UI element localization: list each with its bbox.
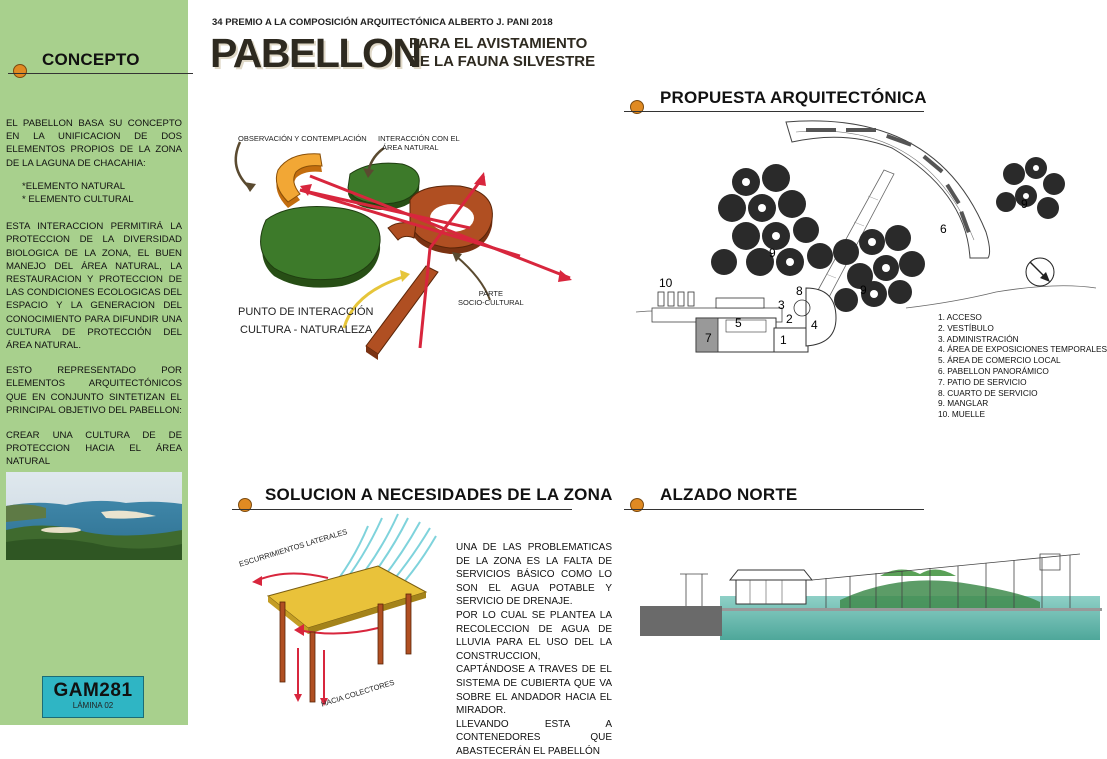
badge-code: GAM281	[53, 680, 133, 701]
section-divider	[232, 509, 572, 510]
section-divider	[624, 111, 924, 112]
subtitle-line-1: PARA EL AVISTAMIENTO	[409, 35, 588, 52]
solution-paragraph-1: UNA DE LAS PROBLEMATICAS DE LA ZONA ES L…	[456, 542, 612, 608]
solution-paragraph-3: LLEVANDO ESTA A CONTENEDORES QUE ABASTEC…	[456, 718, 612, 757]
section-divider	[624, 509, 924, 510]
page-title: PABELLON	[210, 30, 422, 76]
natural-element-shape	[260, 206, 381, 281]
legend-item: 8. CUARTO DE SERVICIO	[938, 387, 1038, 398]
label-interaccion-line-2: ÁREA NATURAL	[382, 143, 439, 152]
section-divider	[8, 73, 193, 74]
concept-paragraph-2: ESTA INTERACCION PERMITIRÁ LA PROTECCION…	[6, 221, 182, 352]
plan-label-2: 2	[786, 312, 793, 326]
concept-paragraph-1: EL PABELLON BASA SU CONCEPTO EN LA UNIFI…	[6, 118, 182, 169]
section-title-solucion: SOLUCION A NECESIDADES DE LA ZONA	[265, 485, 613, 504]
plan-label-4: 4	[811, 318, 818, 332]
plan-label-7: 7	[705, 331, 712, 345]
plan-label-9a: 9	[769, 246, 776, 260]
natural-element-top-shape	[347, 162, 420, 205]
plan-label-5: 5	[735, 316, 742, 330]
label-punto-line-2: CULTURA - NATURALEZA	[240, 324, 373, 336]
legend-item: 3. ADMINISTRACIÓN	[938, 333, 1019, 344]
solution-text: UNA DE LAS PROBLEMATICAS DE LA ZONA ES L…	[456, 541, 612, 759]
legend-item: 2. VESTÍBULO	[938, 322, 994, 333]
section-bullet-icon	[13, 64, 27, 78]
label-observacion: OBSERVACIÓN Y CONTEMPLACIÓN	[238, 134, 367, 143]
legend-item: 10. MUELLE	[938, 409, 986, 420]
north-elevation	[640, 553, 1102, 640]
legend-item: 6. PABELLON PANORÁMICO	[938, 365, 1049, 376]
concept-bullet-1: *ELEMENTO NATURAL	[22, 180, 126, 192]
award-line: 34 PREMIO A LA COMPOSICIÓN ARQUITECTÓNIC…	[212, 17, 553, 28]
legend-item: 1. ACCESO	[938, 312, 982, 322]
plan-label-1: 1	[780, 333, 787, 347]
interaction-arrows	[299, 174, 571, 349]
plan-label-6: 6	[940, 222, 947, 236]
solution-paragraph-2: POR LO CUAL SE PLANTEA LA RECOLECCION DE…	[456, 609, 612, 717]
legend-item: 5. ÁREA DE COMERCIO LOCAL	[938, 355, 1061, 366]
legend-item: 9. MANGLAR	[938, 398, 989, 409]
section-title-concepto: CONCEPTO	[42, 50, 140, 69]
label-interaccion: INTERACCIÓN CON EL ÁREA NATURAL	[378, 134, 460, 152]
plan-legend: 1. ACCESO 2. VESTÍBULO 3. ADMINISTRACIÓN…	[938, 312, 1107, 420]
concept-text: EL PABELLON BASA SU CONCEPTO EN LA UNIFI…	[6, 117, 182, 481]
page-subtitle: PARA EL AVISTAMIENTO DE LA FAUNA SILVEST…	[409, 35, 595, 71]
label-parte-line-2: SOCIO-CULTURAL	[458, 298, 524, 307]
subtitle-line-2: DE LA FAUNA SILVESTRE	[409, 53, 596, 70]
label-punto-line-1: PUNTO DE INTERACCIÓN	[238, 306, 374, 318]
concept-paragraph-3: ESTO REPRESENTADO POR ELEMENTOS ARQUITEC…	[6, 365, 182, 416]
label-parte-sociocultural: PARTE SOCIO-CULTURAL	[458, 289, 524, 307]
label-parte-line-1: PARTE	[478, 289, 504, 298]
plan-label-9b: 9	[860, 283, 867, 297]
badge-sheet-number: LÁMINA 02	[72, 701, 114, 710]
plan-label-8: 8	[796, 284, 803, 298]
section-title-propuesta: PROPUESTA ARQUITECTÓNICA	[660, 88, 927, 107]
section-title-alzado: ALZADO NORTE	[660, 485, 798, 504]
label-interaccion-line-1: INTERACCIÓN CON EL	[378, 134, 460, 143]
label-punto-interaccion: PUNTO DE INTERACCIÓN CULTURA - NATURALEZ…	[238, 303, 373, 339]
sidebar	[0, 0, 188, 725]
mangrove-trees	[711, 157, 1065, 312]
plan-label-10: 10	[659, 276, 673, 290]
section-bullet-icon	[238, 498, 252, 512]
lagoon-photo	[6, 472, 182, 560]
plan-label-3: 3	[778, 298, 785, 312]
site-plan	[635, 120, 1097, 353]
plan-label-9c: 9	[1021, 197, 1028, 211]
section-bullet-icon	[630, 100, 644, 114]
legend-item: 4. ÁREA DE EXPOSICIONES TEMPORALES	[938, 344, 1107, 355]
sheet-badge: GAM281 LÁMINA 02	[42, 676, 144, 718]
rain-collection-diagram	[252, 513, 437, 706]
concept-diagram	[234, 141, 572, 360]
legend-item: 7. PATIO DE SERVICIO	[938, 376, 1027, 387]
concept-paragraph-4: CREAR UNA CULTURA DE DE PROTECCION HACIA…	[6, 430, 182, 468]
concept-bullet-2: * ELEMENTO CULTURAL	[22, 194, 134, 206]
walkway-shape	[365, 265, 439, 355]
observation-ring-shape	[275, 153, 323, 203]
section-bullet-icon	[630, 498, 644, 512]
